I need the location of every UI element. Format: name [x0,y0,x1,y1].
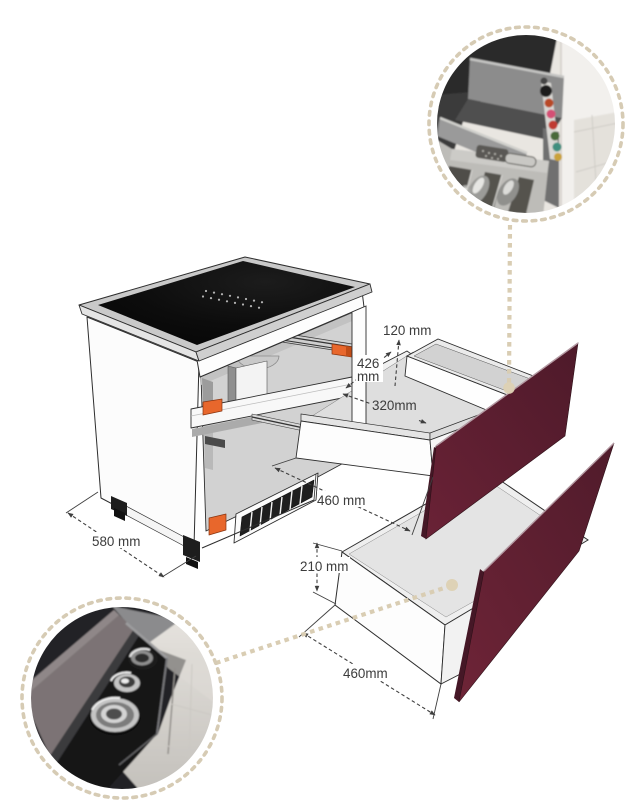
svg-text:120 mm: 120 mm [383,323,431,338]
svg-text:460 mm: 460 mm [317,493,365,508]
svg-text:320mm: 320mm [372,398,417,413]
svg-text:426: 426 [357,356,379,371]
svg-text:580 mm: 580 mm [92,534,140,549]
svg-text:210 mm: 210 mm [300,559,348,574]
svg-text:mm: mm [357,369,379,384]
svg-text:460mm: 460mm [343,666,388,681]
